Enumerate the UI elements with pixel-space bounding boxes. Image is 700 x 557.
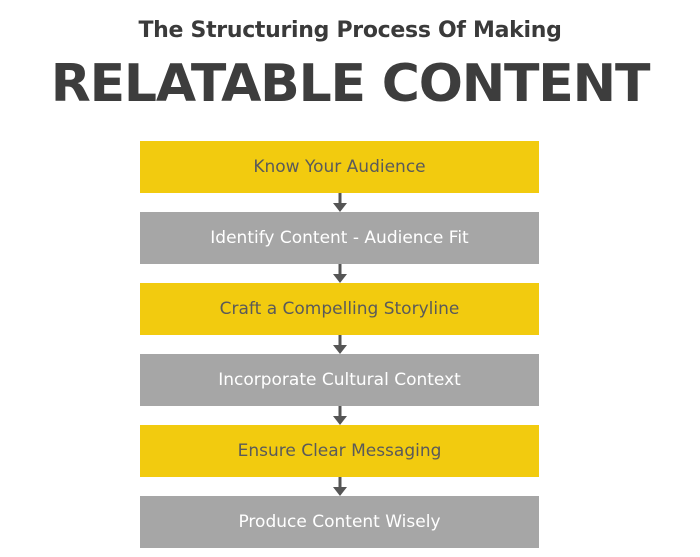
step-know-your-audience: Know Your Audience bbox=[140, 141, 539, 193]
step-ensure-clear-messaging: Ensure Clear Messaging bbox=[140, 425, 539, 477]
step-label: Identify Content - Audience Fit bbox=[210, 228, 469, 248]
step-label: Craft a Compelling Storyline bbox=[219, 299, 460, 319]
page-title: RELATABLE CONTENT bbox=[50, 54, 651, 114]
down-arrow-icon bbox=[140, 264, 539, 283]
down-arrow-icon bbox=[140, 335, 539, 354]
page-subtitle: The Structuring Process Of Making bbox=[138, 18, 562, 43]
down-arrow-icon bbox=[140, 406, 539, 425]
down-arrow-icon bbox=[140, 193, 539, 212]
step-craft-storyline: Craft a Compelling Storyline bbox=[140, 283, 539, 335]
step-label: Know Your Audience bbox=[253, 157, 426, 177]
step-incorporate-cultural-context: Incorporate Cultural Context bbox=[140, 354, 539, 406]
process-flowchart: Know Your Audience Identify Content - Au… bbox=[140, 141, 539, 548]
step-label: Produce Content Wisely bbox=[238, 512, 441, 532]
step-produce-content-wisely: Produce Content Wisely bbox=[140, 496, 539, 548]
down-arrow-icon bbox=[140, 477, 539, 496]
step-label: Incorporate Cultural Context bbox=[218, 370, 461, 390]
step-label: Ensure Clear Messaging bbox=[237, 441, 442, 461]
step-identify-content-audience-fit: Identify Content - Audience Fit bbox=[140, 212, 539, 264]
